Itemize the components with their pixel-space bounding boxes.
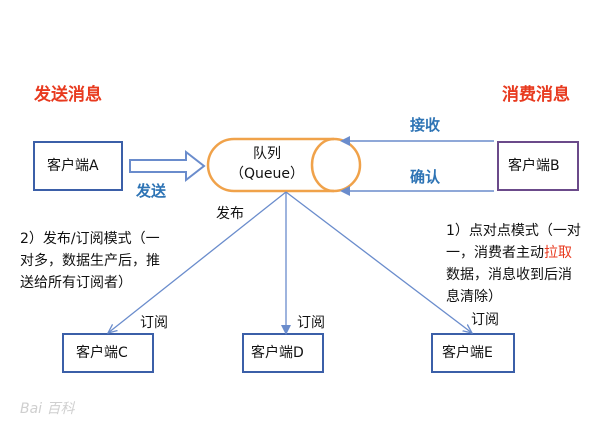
subscribe-c-edge-label: 订阅	[140, 315, 168, 331]
send-message-title: 发送消息	[34, 85, 102, 105]
publish-edge-label: 发布	[216, 206, 244, 222]
p2p-note-text: 一，消费者主动	[446, 245, 544, 261]
p2p-note-line: 数据，消息收到后消	[446, 267, 572, 283]
pubsub-note-line: 2）发布/订阅模式（一	[20, 231, 160, 247]
client-e-label: 客户端E	[442, 345, 493, 361]
p2p-note-highlight: 拉取	[544, 245, 572, 261]
queue-label-line2: （Queue）	[230, 166, 304, 182]
p2p-note-line: 1）点对点模式（一对	[446, 223, 581, 239]
client-a-label: 客户端A	[47, 158, 99, 174]
client-b-box	[497, 141, 579, 191]
p2p-note-line: 一，消费者主动拉取	[446, 242, 581, 264]
subscribe-e-arrow	[285, 191, 472, 333]
queue-label-line1: 队列	[253, 146, 281, 162]
queue-inner-arc	[310, 137, 335, 193]
send-arrow	[129, 149, 206, 183]
client-e-box	[431, 333, 515, 373]
consume-message-title: 消费消息	[502, 85, 570, 105]
subscribe-c-arrow	[108, 191, 287, 333]
p2p-mode-note: 1）点对点模式（一对 一，消费者主动拉取 数据，消息收到后消 息清除）	[446, 220, 581, 308]
client-d-label: 客户端D	[251, 345, 304, 361]
receive-edge-label: 接收	[410, 116, 441, 134]
queue-shape	[206, 137, 362, 193]
baidu-baike-watermark: Bai 百科	[20, 401, 75, 417]
client-a-box	[33, 141, 123, 191]
confirm-edge-label: 确认	[410, 168, 441, 186]
queue-label: 队列 （Queue）	[212, 144, 322, 184]
client-c-label: 客户端C	[76, 345, 128, 361]
pubsub-mode-note: 2）发布/订阅模式（一 对多，数据生产后，推 送给所有订阅者）	[20, 228, 160, 294]
subscribe-e-edge-label: 订阅	[471, 312, 499, 328]
p2p-note-line: 息清除）	[446, 289, 502, 305]
pubsub-note-line: 对多，数据生产后，推	[20, 253, 160, 269]
client-c-box	[62, 333, 154, 373]
client-b-label: 客户端B	[508, 158, 560, 174]
subscribe-d-edge-label: 订阅	[297, 315, 325, 331]
client-d-box	[242, 333, 324, 373]
send-edge-label: 发送	[136, 182, 167, 200]
pubsub-note-line: 送给所有订阅者）	[20, 275, 132, 291]
